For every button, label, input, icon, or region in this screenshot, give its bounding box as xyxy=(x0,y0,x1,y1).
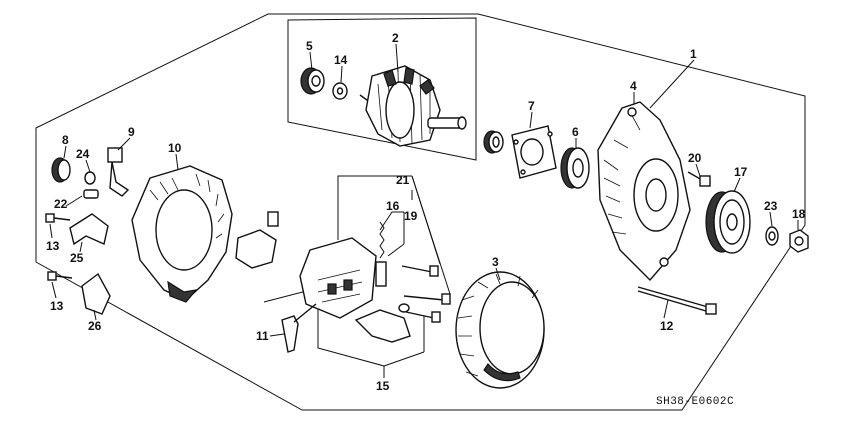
pulley-17 xyxy=(705,190,751,254)
regulator-group-lines xyxy=(263,175,451,367)
callouts: 1 2 3 4 5 6 7 8 9 10 11 12 13 13 14 15 1… xyxy=(46,31,806,393)
callout-11: 11 xyxy=(256,329,269,343)
callout-26: 26 xyxy=(88,319,102,333)
insulator-15 xyxy=(354,309,411,343)
callout-18: 18 xyxy=(792,207,806,221)
diagram-code: SH38-E0602C xyxy=(656,396,734,408)
screw-13-upper xyxy=(45,213,71,223)
screw-21b xyxy=(403,293,451,305)
rectifier-assembly xyxy=(299,237,377,319)
bolt-20 xyxy=(687,171,711,187)
callout-25: 25 xyxy=(70,251,84,265)
callout-15: 15 xyxy=(376,379,390,393)
callout-2: 2 xyxy=(392,31,399,45)
washer-14 xyxy=(332,82,348,100)
clip-25 xyxy=(69,213,109,246)
stator-3 xyxy=(455,271,545,389)
callout-3: 3 xyxy=(492,255,499,269)
washer-23 xyxy=(765,226,779,246)
bracket-26 xyxy=(81,272,111,315)
rotor-group-box xyxy=(287,17,477,161)
callout-6: 6 xyxy=(572,125,579,139)
callout-19: 19 xyxy=(404,209,418,223)
callout-13-upper: 13 xyxy=(46,239,60,253)
callout-10: 10 xyxy=(168,141,182,155)
screw-13-lower xyxy=(47,271,73,281)
rear-housing-10 xyxy=(131,165,233,303)
screw-21c xyxy=(398,303,441,323)
callout-16: 16 xyxy=(386,199,400,213)
rotor-2 xyxy=(359,65,467,147)
callout-13-lower: 13 xyxy=(50,299,64,313)
callout-14: 14 xyxy=(334,53,348,67)
bolt-22 xyxy=(83,189,99,199)
callout-8: 8 xyxy=(62,133,69,147)
callout-7: 7 xyxy=(528,99,535,113)
callout-17: 17 xyxy=(734,165,748,179)
terminal-9 xyxy=(107,147,130,197)
outer-boundary xyxy=(35,13,806,411)
callout-20: 20 xyxy=(688,151,702,165)
screw-21a xyxy=(401,265,439,277)
bearing-5 xyxy=(300,67,325,95)
leader-lines xyxy=(49,43,799,378)
brush-holder xyxy=(235,211,279,269)
front-housing-4 xyxy=(597,101,691,282)
callout-22: 22 xyxy=(54,197,68,211)
nut-18 xyxy=(789,229,809,253)
terminal-bolt-11 xyxy=(281,303,317,353)
callout-4: 4 xyxy=(630,79,637,93)
callout-21: 21 xyxy=(396,173,410,187)
callout-5: 5 xyxy=(306,39,313,53)
brush-19 xyxy=(375,221,387,287)
callout-12: 12 xyxy=(660,319,674,333)
bearing-small xyxy=(483,130,504,154)
bushing-24 xyxy=(84,171,96,185)
through-bolt-12 xyxy=(637,286,717,315)
callout-24: 24 xyxy=(76,147,90,161)
seal-8 xyxy=(51,157,71,183)
bearing-6 xyxy=(560,147,590,189)
callout-9: 9 xyxy=(128,125,135,139)
callout-23: 23 xyxy=(764,199,778,213)
plate-7 xyxy=(511,125,557,179)
callout-1: 1 xyxy=(690,47,697,61)
